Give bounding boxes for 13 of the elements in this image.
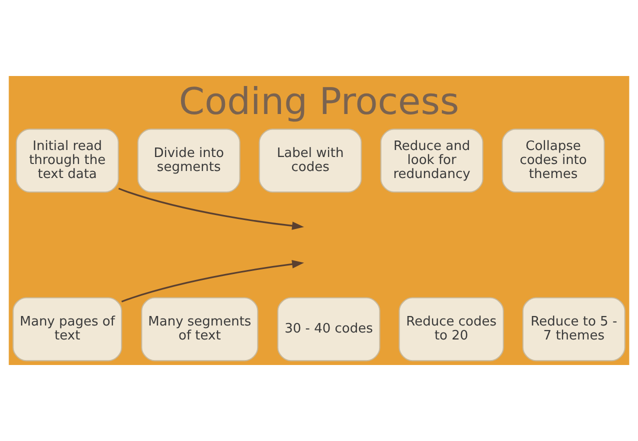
node-box: Divide into segments (137, 128, 240, 193)
node-box: Label with codes (258, 128, 362, 193)
node-box: Collapse codes into themes (502, 128, 605, 193)
node-box: Initial read through the text data (16, 128, 119, 193)
arrow (118, 188, 304, 230)
node-box: Many segments of text (141, 297, 258, 362)
diagram-title: Coding Process (178, 80, 460, 124)
node-box: Reduce and look for redundancy (380, 128, 484, 193)
node-box: Many pages of text (12, 297, 122, 362)
arrow (121, 260, 304, 302)
node-box: Reduce to 5 - 7 themes (522, 297, 626, 362)
node-box: 30 - 40 codes (277, 297, 380, 362)
node-box: Reduce codes to 20 (398, 297, 504, 362)
